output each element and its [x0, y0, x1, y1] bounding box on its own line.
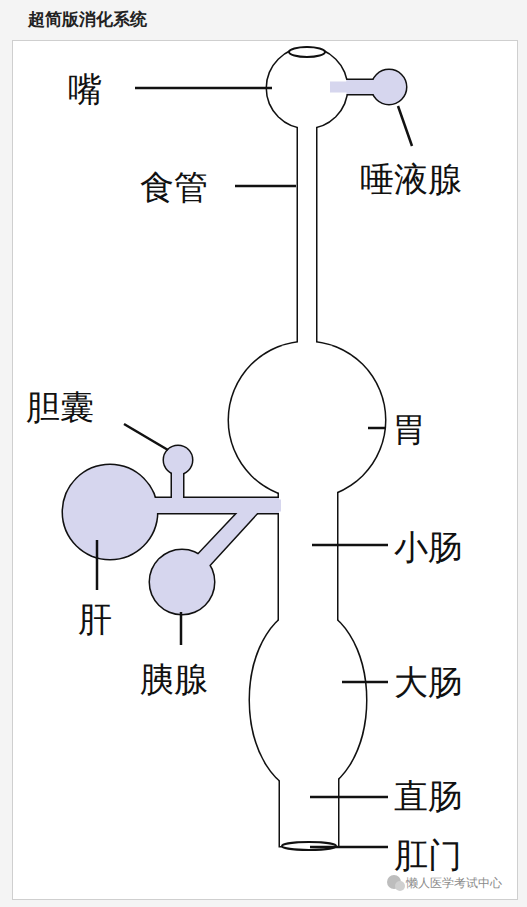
wechat-icon [387, 875, 405, 891]
organ-label: 食管 [140, 169, 208, 206]
diagram-title: 超简版消化系统 [28, 10, 147, 29]
organ-label: 小肠 [394, 529, 462, 566]
organ-label: 肛门 [394, 837, 462, 874]
organ-label: 胆囊 [26, 389, 94, 426]
organ-label: 胃 [392, 411, 426, 448]
organ-label: 胰腺 [140, 661, 208, 698]
organ-label: 肝 [78, 601, 112, 638]
organ-label: 嘴 [68, 71, 102, 108]
watermark: 懒人医学考试中心 [406, 877, 502, 890]
leader-lines [97, 88, 412, 847]
organ-label: 唾液腺 [360, 161, 462, 198]
organ-label: 直肠 [394, 778, 462, 815]
organ-label: 大肠 [394, 664, 462, 701]
